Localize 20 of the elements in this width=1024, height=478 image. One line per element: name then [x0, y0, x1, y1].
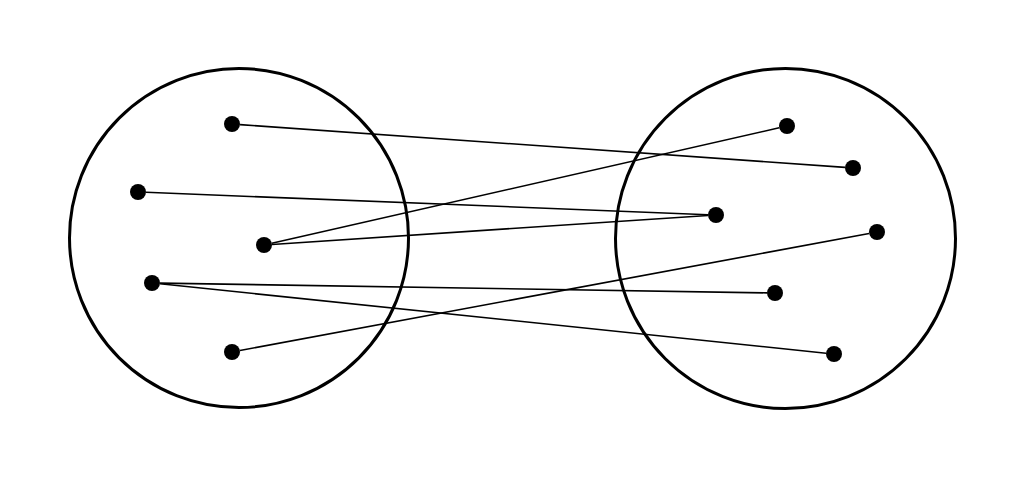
point-dot	[708, 207, 724, 223]
connector-line	[159, 283, 827, 354]
connector-line	[271, 127, 780, 244]
point-dot	[767, 285, 783, 301]
point-dot	[845, 160, 861, 176]
set-circle	[614, 67, 957, 410]
point-dot	[826, 346, 842, 362]
connector-line	[159, 282, 768, 294]
connector-line	[239, 232, 870, 352]
connector-line	[145, 191, 709, 216]
set-circle	[68, 67, 410, 409]
point-dot	[224, 344, 240, 360]
point-dot	[869, 224, 885, 240]
point-dot	[144, 275, 160, 291]
point-dot	[224, 116, 240, 132]
point-dot	[779, 118, 795, 134]
point-dot	[256, 237, 272, 253]
connector-line	[239, 123, 846, 169]
point-dot	[130, 184, 146, 200]
connector-line	[271, 214, 709, 246]
